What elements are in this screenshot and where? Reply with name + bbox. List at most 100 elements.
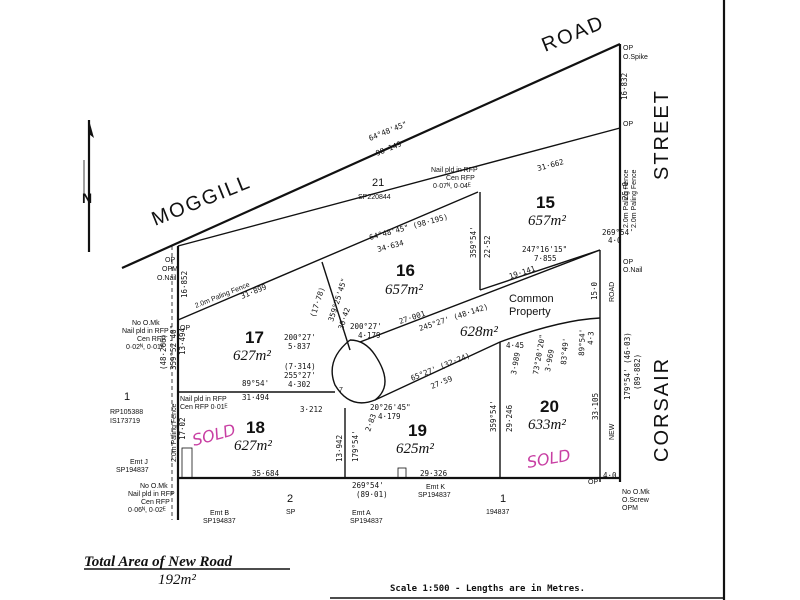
dim-179: 179°54' (46·03) xyxy=(623,332,632,400)
lot-19-number: 19 xyxy=(408,421,427,440)
dim-13494: 13·494 xyxy=(178,327,187,355)
cp-bottom xyxy=(374,317,601,401)
dim-7314: (7·314) xyxy=(284,362,316,371)
lot-17-number: 17 xyxy=(245,328,264,347)
dim-359-52: 359°52'40" xyxy=(169,325,178,370)
dim-359-c: 359°54' xyxy=(489,400,498,432)
line-lot16-top xyxy=(177,191,479,321)
mark-cen-4: Cen RFP xyxy=(141,499,170,506)
lot-18-number: 18 xyxy=(246,418,265,437)
mark-nomk-5: No O.Mk xyxy=(622,489,650,496)
dim-200-b: 200°27' xyxy=(350,322,382,331)
dim-3212: 3·212 xyxy=(300,405,323,414)
easement-a-plan: SP194837 xyxy=(350,518,383,525)
dim-89: 89°54' xyxy=(242,379,269,388)
dim-top-length: 98·149 xyxy=(374,139,402,157)
mark-op-5: OP xyxy=(180,325,190,332)
dim-40-b: 4·0 xyxy=(603,471,617,480)
mark-op-4: OP xyxy=(165,257,175,264)
mark-cen-3: Cen RFP xyxy=(446,175,475,182)
easement-k-strip xyxy=(397,467,407,479)
dim-89882: (89·882) xyxy=(633,354,642,390)
lot-15-number: 15 xyxy=(536,193,555,212)
dim-8901: (89·01) xyxy=(356,490,388,499)
lot-16-area: 657m² xyxy=(385,282,423,298)
total-area-value: 192m² xyxy=(158,572,196,588)
lot-21-number: 21 xyxy=(372,177,384,189)
dim-top-bearing: 64°48'45" xyxy=(367,119,408,143)
dim-43: 4·3 xyxy=(586,331,595,345)
cp-top xyxy=(359,249,601,343)
dim-269-a: 269°54' xyxy=(602,228,634,237)
dim-255: 255°27' xyxy=(284,371,316,380)
corsair-label: CORSAIR xyxy=(651,357,673,462)
mark-cenv-3: 0·07ᴺ, 0·04ᴱ xyxy=(433,183,471,190)
fence-note-3: 2.0m Paling Fence xyxy=(623,170,630,228)
dim-left-top: 16·852 xyxy=(180,271,189,298)
lot-21-boundary xyxy=(177,127,621,247)
dim-29326: 29·326 xyxy=(420,469,448,478)
lot-20-number: 20 xyxy=(540,397,559,416)
mark-cen-1: Cen RFP xyxy=(137,336,166,343)
dim-3969: 3·969 xyxy=(543,349,556,373)
mark-op-1: OP xyxy=(623,45,633,52)
dim-5837: 5·837 xyxy=(288,342,311,351)
fence-note-2: 2.0m Paling Fence xyxy=(171,404,178,462)
mark-nomk-4: No O.Mk xyxy=(140,483,168,490)
mark-nail-3: Nail pld in RFP xyxy=(431,167,478,174)
dim-179-c: 179°54' xyxy=(351,430,360,462)
moggill-road-edge xyxy=(121,42,621,270)
dim-4826: (48·266) xyxy=(159,334,168,370)
dim-16-bearing: 64°48'45" (98·195) xyxy=(368,212,449,242)
mark-op-6: OP xyxy=(588,479,598,486)
dim-4179-b: 4·179 xyxy=(378,412,401,421)
lot-17-area: 627m² xyxy=(233,348,271,364)
easement-k: Emt K xyxy=(426,484,445,491)
dim-3989: 3·989 xyxy=(509,352,522,376)
dim-150: 15·0 xyxy=(590,281,599,300)
dim-15-right: 25·0 xyxy=(621,181,630,200)
mark-ospike: O.Spike xyxy=(623,54,648,61)
easement-b-plan: SP194837 xyxy=(203,518,236,525)
easement-j: Emt J xyxy=(130,459,148,466)
dim-40-a: 4·0 xyxy=(608,236,622,245)
lot-15-area: 657m² xyxy=(528,213,566,229)
dim-445: 4·45 xyxy=(506,341,524,350)
dim-16-length: 34·634 xyxy=(376,238,405,254)
cp-turning-head xyxy=(331,339,386,404)
dim-20-26: 20°26'45" xyxy=(370,403,411,412)
north-arrow-icon: N xyxy=(82,120,94,252)
dim-31494: 31·494 xyxy=(242,393,270,402)
lot-20-area: 633m² xyxy=(528,417,566,433)
lot-2-number: 2 xyxy=(287,493,293,505)
lot-1-plan: RP105388 xyxy=(110,409,143,416)
fence-note-4: 2.0m Paling Fence xyxy=(631,170,638,228)
mark-cenv-4: 0·06ᴺ, 0·02ᴱ xyxy=(128,507,166,514)
dim-4179: 4·179 xyxy=(358,331,381,340)
dim-33105: 33·105 xyxy=(591,393,600,420)
road-label: ROAD xyxy=(539,12,608,57)
easement-j-strip xyxy=(181,447,193,479)
scale-note: Scale 1:500 - Lengths are in Metres. xyxy=(390,583,585,594)
dim-283: 2·83 xyxy=(363,413,378,433)
mark-nomk-1: No O.Mk xyxy=(132,320,160,327)
dim-15-top: 31·662 xyxy=(536,157,564,173)
mark-onail-2: O.Nail xyxy=(157,275,177,282)
dim-29246: 29·246 xyxy=(505,404,514,432)
moggill-label: MOGGILL xyxy=(149,171,255,231)
sold-stamp-20: SOLD xyxy=(525,446,572,472)
total-area-title: Total Area of New Road xyxy=(84,554,233,570)
dim-13942: 13·942 xyxy=(335,435,344,462)
mark-op-2: OP xyxy=(623,121,633,128)
road-short-label: ROAD xyxy=(609,282,616,302)
dim-83: 83°49' xyxy=(559,337,570,365)
mark-nail-4: Nail pld in RFP xyxy=(128,491,175,498)
lot-1-number: 1 xyxy=(124,391,130,403)
mark-cen-2: Cen RFP 0·01ᴱ xyxy=(180,404,228,411)
sold-stamp-18: SOLD xyxy=(190,420,237,450)
dim-200-a: 200°27' xyxy=(284,333,316,342)
dim-35684: 35·684 xyxy=(252,469,280,478)
dim-89-b: 89°54' xyxy=(577,329,587,356)
lot-1b-number: 1 xyxy=(500,493,506,505)
